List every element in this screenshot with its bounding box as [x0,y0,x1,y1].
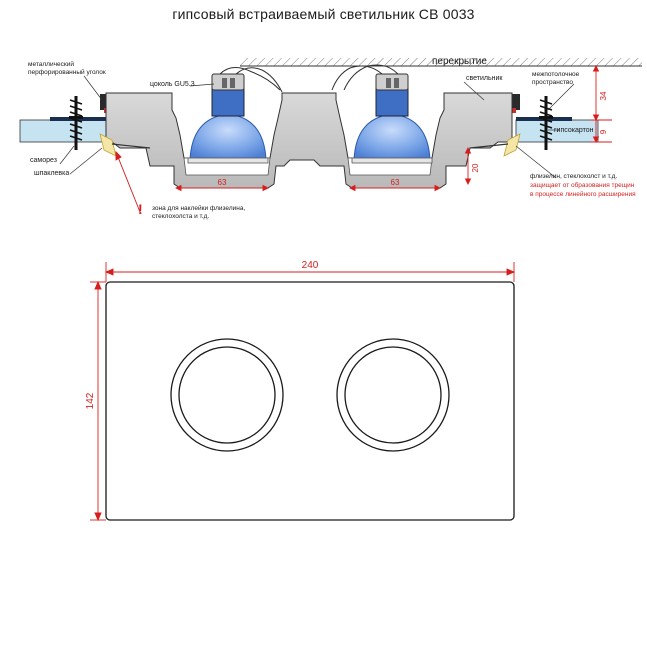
lamp-left [187,67,283,164]
fixture-label: светильник [466,75,503,82]
plan-outline [105,281,515,521]
plan-view: 240 142 [85,260,516,522]
putty-right [503,133,521,157]
protect-label-2: в процессе линейного расширения [530,190,636,198]
screw-left [69,96,83,150]
fleece-label: флизелин, стеклохолст и т.д. [530,173,617,180]
fleece-left [111,143,151,149]
plan-hole-right [336,338,450,452]
interceiling-label-2: пространство [532,79,573,86]
dim-9: 9 [599,129,608,134]
screw-label: саморез [30,157,57,164]
warning-exclamation: ! [138,201,143,217]
plan-dim-width: 240 [302,260,319,271]
drywall-label: гипсокартон [554,127,594,134]
ceiling-label: перекрытие [432,56,487,67]
dim-63-right: 63 [391,178,400,187]
dim-63-left: 63 [218,178,227,187]
page-title: гипсовый встраиваемый светильник СВ 0033 [172,6,475,22]
plan-dim-height: 142 [85,392,96,409]
socket-label: цоколь GU5.3 [150,81,195,88]
section-view: перекрытие [19,56,642,220]
interceiling-label-1: межпотолочное [532,71,580,78]
dim-20: 20 [471,163,480,172]
fixture-body [105,92,513,189]
putty-label: шпаклевка [34,170,69,177]
ceiling-slab [240,58,642,67]
screw-right [539,96,553,150]
angle-left [100,94,108,110]
plan-dimensions [90,262,516,522]
lamp-right [331,64,433,164]
angle-right [512,94,520,110]
zone-label-1: зона для наклейки флизелина, [152,204,245,212]
drywall-left [19,117,107,143]
fleece-right [469,143,509,149]
zone-label-2: стеклохолста и т.д. [152,213,209,220]
angle-label-2: перфорированный уголок [28,68,106,76]
plan-hole-left [170,338,284,452]
section-dimensions [115,64,612,213]
leader-lines [59,75,575,179]
dim-34: 34 [599,91,608,100]
protect-label-1: защищает от образования трещин [530,181,635,189]
angle-label-1: металлический [28,60,74,68]
